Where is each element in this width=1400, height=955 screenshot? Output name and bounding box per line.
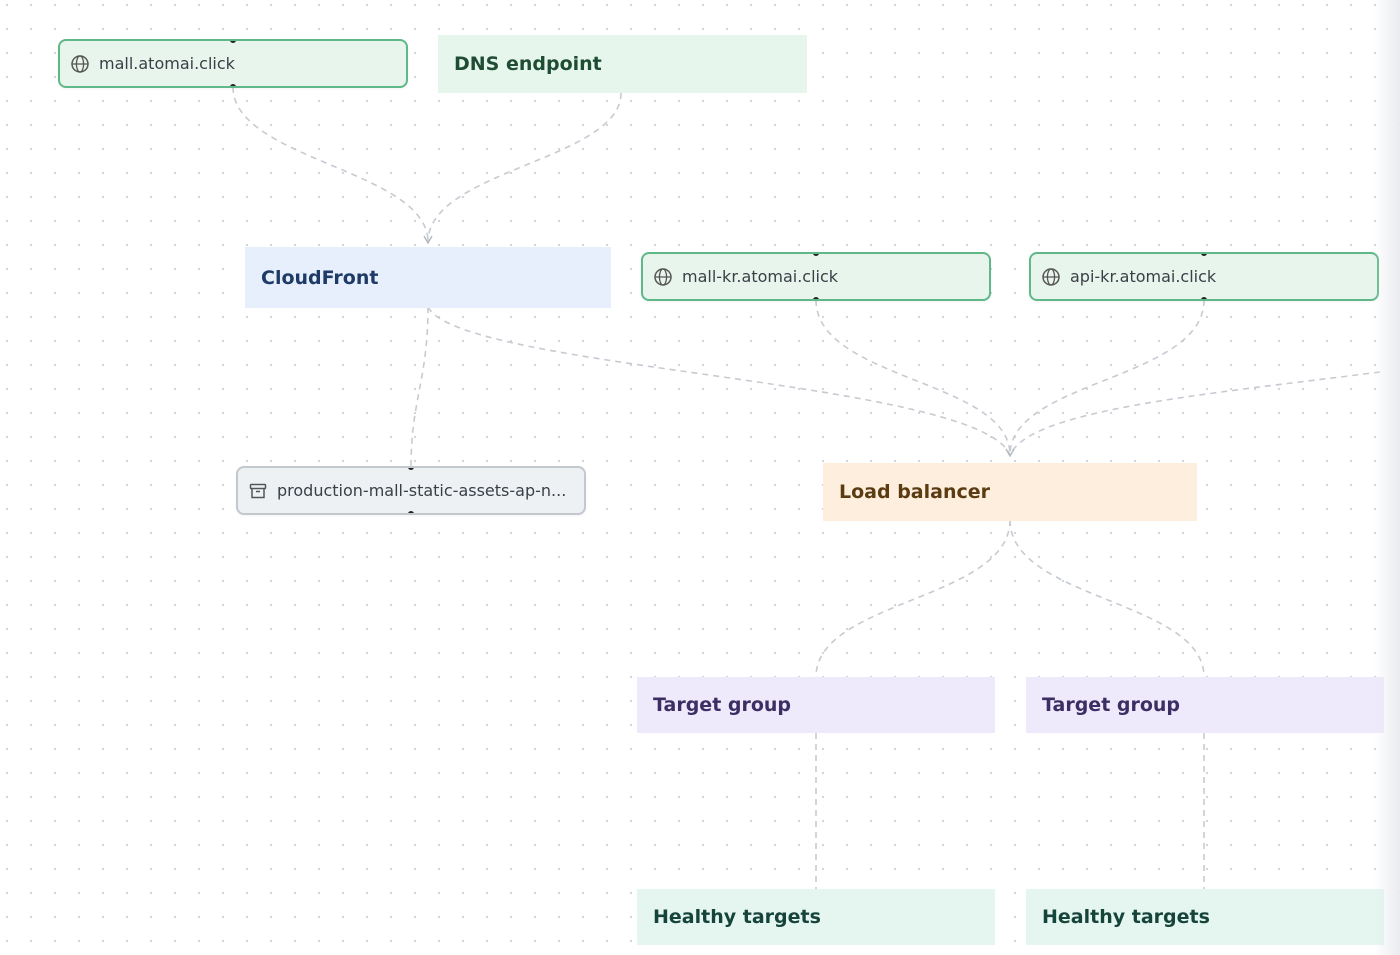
dns-record-mall-node[interactable]: mall.atomai.click xyxy=(58,39,408,88)
connection-handle-top[interactable] xyxy=(230,41,236,43)
edge-dns-to-cloudfront xyxy=(232,86,429,243)
connection-handle-top[interactable] xyxy=(1201,254,1207,256)
edge-offscreen-to-load-balancer xyxy=(1009,371,1381,456)
group-healthy-targets-1[interactable]: Healthy targets xyxy=(637,889,995,945)
dns-record-mall-kr-node[interactable]: mall-kr.atomai.click xyxy=(641,252,991,301)
s3-bucket-node[interactable]: production-mall-static-assets-ap-n... xyxy=(236,466,586,515)
group-target-group-1[interactable]: Target group xyxy=(637,677,995,733)
edge-cloudfront-to-load-balancer xyxy=(427,306,1011,456)
connection-handle-top[interactable] xyxy=(408,468,414,470)
dns-record-label: api-kr.atomai.click xyxy=(1070,267,1217,286)
connection-handle-bottom[interactable] xyxy=(1201,297,1207,299)
canvas-right-edge-shadow xyxy=(1374,0,1400,955)
group-label: Healthy targets xyxy=(653,906,821,928)
group-label: DNS endpoint xyxy=(454,53,602,75)
globe-icon xyxy=(653,267,673,287)
group-label: CloudFront xyxy=(261,266,379,289)
globe-icon xyxy=(1041,267,1061,287)
group-dns-endpoint[interactable]: DNS endpoint xyxy=(438,35,807,93)
connection-handle-top[interactable] xyxy=(813,254,819,256)
globe-icon xyxy=(70,54,90,74)
dns-record-api-kr-node[interactable]: api-kr.atomai.click xyxy=(1029,252,1379,301)
edge-mall-kr-to-load-balancer xyxy=(815,299,1011,456)
group-label: Target group xyxy=(653,694,792,716)
edge-api-kr-to-load-balancer xyxy=(1009,299,1205,456)
edge-arrowhead-cloudfront xyxy=(423,235,433,245)
connection-handle-bottom[interactable] xyxy=(408,511,414,513)
group-label: Healthy targets xyxy=(1042,906,1210,928)
edge-dns-endpoint-to-cloudfront xyxy=(427,92,622,243)
group-target-group-2[interactable]: Target group xyxy=(1026,677,1384,733)
edge-arrowhead-load-balancer xyxy=(1005,448,1015,458)
bucket-label: production-mall-static-assets-ap-n... xyxy=(277,481,567,500)
group-label: Target group xyxy=(1042,694,1181,716)
dns-record-label: mall-kr.atomai.click xyxy=(682,267,839,286)
group-label: Load balancer xyxy=(839,481,990,503)
dns-record-label: mall.atomai.click xyxy=(99,54,235,73)
edge-load-balancer-to-target-group-1 xyxy=(815,519,1011,678)
group-cloudfront[interactable]: CloudFront xyxy=(245,247,611,308)
connection-handle-bottom[interactable] xyxy=(813,297,819,299)
bucket-icon xyxy=(248,481,268,501)
connection-handle-bottom[interactable] xyxy=(230,84,236,86)
edge-load-balancer-to-target-group-2 xyxy=(1009,519,1205,678)
edge-cloudfront-to-bucket xyxy=(410,306,429,468)
group-load-balancer[interactable]: Load balancer xyxy=(823,463,1197,521)
group-healthy-targets-2[interactable]: Healthy targets xyxy=(1026,889,1384,945)
